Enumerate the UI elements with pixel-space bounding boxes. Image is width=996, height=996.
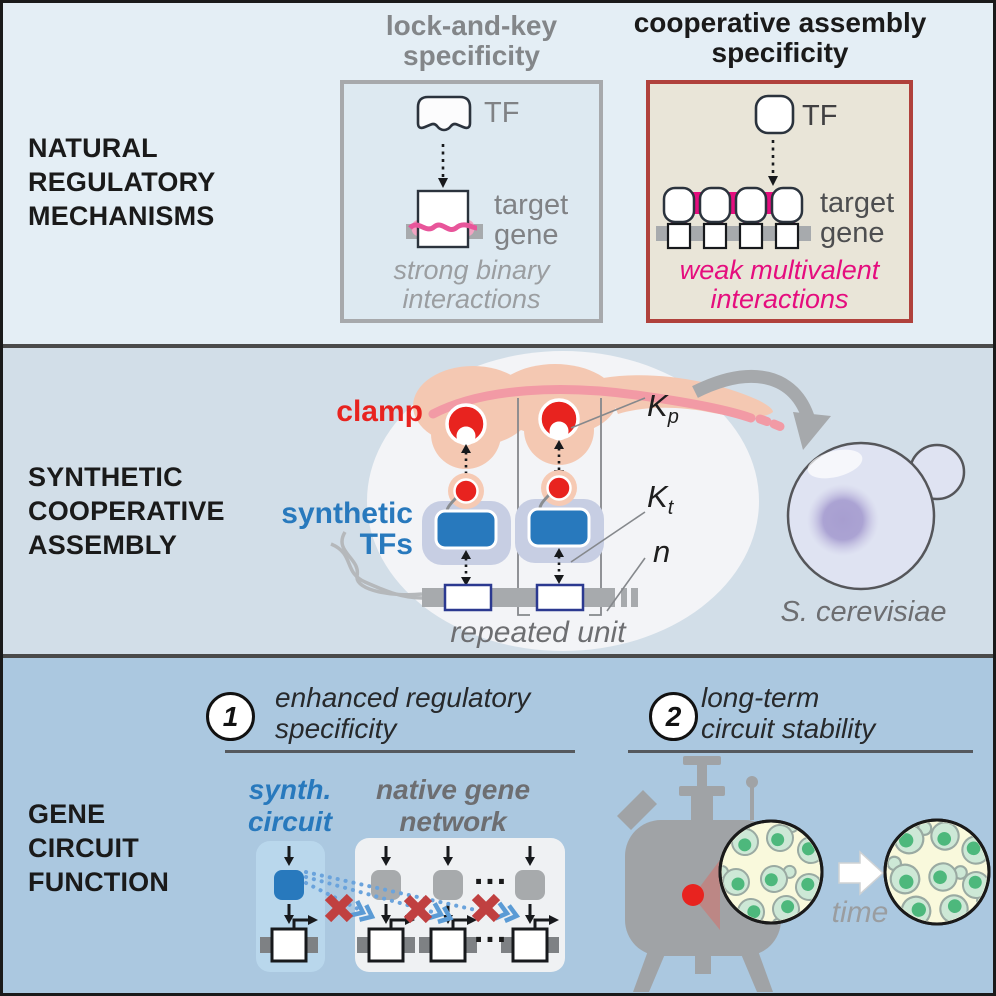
yeast-cell-icon xyxy=(786,441,966,591)
lock-key-tf-icon xyxy=(416,95,472,132)
clamp-pocket-icons xyxy=(445,398,580,446)
time-label: time xyxy=(831,896,889,929)
point-1-rule xyxy=(225,750,575,753)
ellipsis-bottom: ... xyxy=(473,912,509,950)
crosstalk-chevron-icons xyxy=(349,899,521,924)
synth-circuit-label: synth. circuit xyxy=(247,774,333,837)
kt-interaction-arrows xyxy=(461,548,564,586)
strong-binary-caption: strong binary interactions xyxy=(393,255,550,314)
lock-and-key-diagram xyxy=(406,95,483,249)
binding-arrow-icon xyxy=(438,144,448,188)
repeated-unit-label: repeated unit xyxy=(450,616,626,649)
dna-icon xyxy=(330,531,638,612)
point-2-rule xyxy=(628,750,973,753)
ellipsis-top: ... xyxy=(473,854,509,892)
coop-tf-label: TF xyxy=(802,100,838,132)
divider-2 xyxy=(3,654,993,658)
panel2-side-label: SYNTHETIC COOPERATIVE ASSEMBLY xyxy=(28,462,225,560)
coop-target-label: target gene xyxy=(820,187,895,249)
clamp-ribbon-icon xyxy=(428,385,785,431)
point-2-title: long-term circuit stability xyxy=(701,682,876,744)
binding-arrow-icon xyxy=(768,140,778,186)
kp-sub: p xyxy=(667,406,679,429)
lock-key-target-gene-icon xyxy=(406,189,483,249)
synthetic-assembly-diagram xyxy=(330,351,966,651)
blocked-crosstalk-x-icons xyxy=(324,893,501,924)
culture-view-t1 xyxy=(883,818,991,926)
clamp-label: clamp xyxy=(336,395,423,428)
organism-label: S. cerevisiae xyxy=(780,596,947,628)
synthetic-tfs-label: synthetic TFs xyxy=(281,497,413,561)
coop-tf-icon xyxy=(754,94,795,135)
native-network-label: native gene network xyxy=(375,774,531,837)
kt-parameter-label: Kt xyxy=(647,479,673,520)
kt-base: K xyxy=(647,479,668,514)
zoom-cone xyxy=(699,860,720,930)
culture-view-t0 xyxy=(718,819,824,925)
time-arrow-icon xyxy=(838,850,885,896)
gene-circuit-diagram xyxy=(256,756,991,992)
kp-parameter-label: Kp xyxy=(647,388,679,429)
synthetic-tf-icons xyxy=(422,470,604,565)
synth-circuit-column xyxy=(260,846,318,963)
repeated-unit-bracket xyxy=(517,398,602,616)
panel-synthetic-assembly: SYNTHETIC COOPERATIVE ASSEMBLY clamp syn… xyxy=(3,348,993,654)
n-parameter-label: n xyxy=(653,534,671,569)
kp-base: K xyxy=(647,388,668,423)
panel1-side-label: NATURAL REGULATORY MECHANISMS xyxy=(28,133,216,231)
panel-natural-mechanisms: NATURAL REGULATORY MECHANISMS lock-and-k… xyxy=(3,3,993,344)
kt-sub: t xyxy=(667,497,674,520)
lock-and-key-box: TF target gene strong binary interaction… xyxy=(340,80,603,323)
into-yeast-arrow-icon xyxy=(692,369,831,450)
panel3-side-label: GENE CIRCUIT FUNCTION xyxy=(28,799,170,897)
sample-dot-icon xyxy=(682,884,704,906)
cooperative-assembly-box: TF target gene weak multivalent interact… xyxy=(646,80,913,323)
lock-key-tf-label: TF xyxy=(484,97,520,129)
panel-gene-circuit-function: GENE CIRCUIT FUNCTION 1 enhanced regulat… xyxy=(3,658,993,993)
cooperative-assembly-diagram xyxy=(656,94,811,250)
point-1-title: enhanced regulatory specificity xyxy=(275,682,531,744)
parameter-leader-lines xyxy=(570,397,646,612)
point-2-badge: 2 xyxy=(649,692,698,741)
divider-1 xyxy=(3,344,993,348)
multivalent-assembly-icon xyxy=(656,186,811,250)
weak-multivalent-caption: weak multivalent interactions xyxy=(679,255,880,314)
lock-key-target-label: target gene xyxy=(494,189,569,251)
cooperative-assembly-title: cooperative assembly specificity xyxy=(633,7,927,68)
lock-and-key-title: lock-and-key specificity xyxy=(385,10,558,71)
point-1-badge: 1 xyxy=(206,692,255,741)
